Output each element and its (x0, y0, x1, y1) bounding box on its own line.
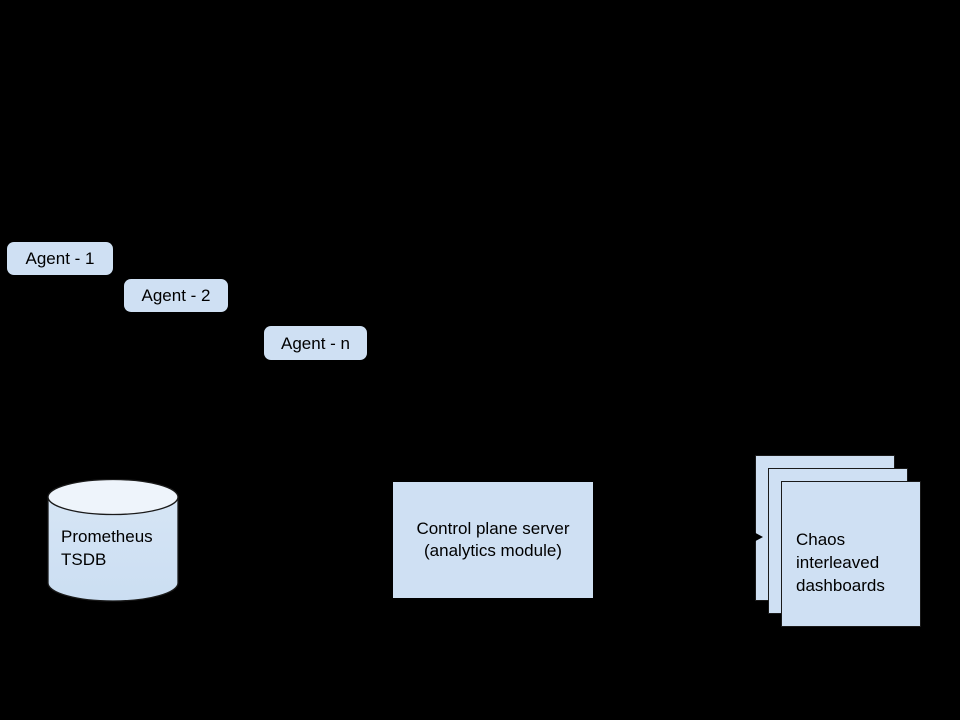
cylinder-shape (47, 479, 179, 602)
datastore-label-line-1: Prometheus (61, 527, 153, 546)
node-agent-2-label: Agent - 2 (141, 286, 211, 305)
arrow-right-icon (750, 530, 763, 544)
datastore-label-line-2: TSDB (61, 550, 107, 569)
node-prometheus-tsdb-label: Prometheus TSDB (61, 525, 173, 571)
dashboard-stack-layer-front[interactable]: Chaos interleaved dashboards (781, 481, 921, 627)
node-agent-1-label: Agent - 1 (25, 249, 95, 268)
node-prometheus-tsdb[interactable]: Prometheus TSDB (47, 479, 179, 603)
node-chaos-dashboards-label: Chaos interleaved dashboards (796, 530, 885, 595)
node-agent-1[interactable]: Agent - 1 (7, 242, 113, 275)
node-agent-n-label: Agent - n (281, 333, 350, 353)
node-agent-n[interactable]: Agent - n (264, 326, 367, 360)
node-control-plane-server[interactable]: Control plane server (analytics module) (393, 482, 593, 598)
node-control-plane-server-label: Control plane server (analytics module) (416, 519, 570, 560)
node-agent-2[interactable]: Agent - 2 (124, 279, 228, 312)
